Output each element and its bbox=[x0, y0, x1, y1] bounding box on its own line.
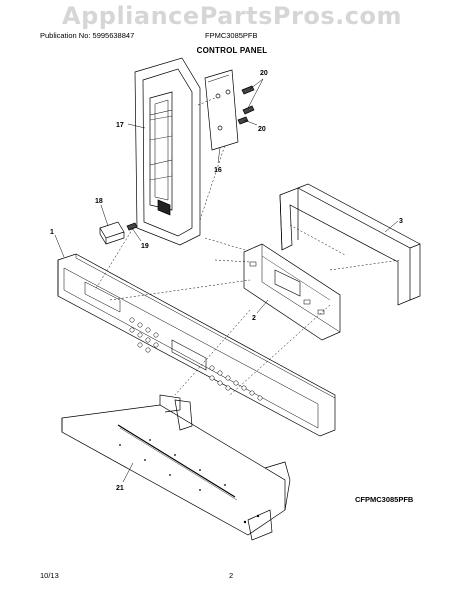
figure-code: CFPMC3085PFB bbox=[355, 495, 414, 504]
callout-20-top: 20 bbox=[260, 70, 268, 77]
overlay-panel bbox=[134, 57, 201, 246]
callout-2: 2 bbox=[252, 315, 256, 322]
page-number: 2 bbox=[229, 571, 234, 580]
callout-1: 1 bbox=[50, 229, 54, 236]
clip bbox=[99, 221, 125, 245]
screws-top bbox=[237, 85, 255, 125]
callout-18: 18 bbox=[95, 198, 103, 205]
publication-date: 10/13 bbox=[40, 571, 59, 580]
publication-number: Publication No: 5995638847 bbox=[40, 31, 135, 40]
trim-bracket bbox=[279, 183, 421, 306]
leader-lines bbox=[54, 78, 399, 483]
callout-16: 16 bbox=[214, 167, 222, 174]
bracket-plate bbox=[204, 69, 239, 151]
assembly-guide-lines bbox=[94, 97, 401, 396]
support-tray bbox=[61, 394, 291, 541]
section-title: CONTROL PANEL bbox=[196, 46, 268, 55]
callout-21: 21 bbox=[116, 485, 124, 492]
model-number: FPMC3085PFB bbox=[205, 31, 258, 40]
electronic-control-board bbox=[243, 243, 341, 341]
callout-3: 3 bbox=[399, 218, 403, 225]
callout-labels: 17 16 20 20 18 19 1 2 3 21 bbox=[50, 70, 403, 492]
control-panel-frame bbox=[57, 253, 336, 437]
callout-17: 17 bbox=[116, 122, 124, 129]
callout-19: 19 bbox=[141, 243, 149, 250]
callout-20-bottom: 20 bbox=[258, 126, 266, 133]
screw bbox=[126, 222, 138, 231]
site-watermark: AppliancePartsPros.com bbox=[62, 2, 402, 30]
